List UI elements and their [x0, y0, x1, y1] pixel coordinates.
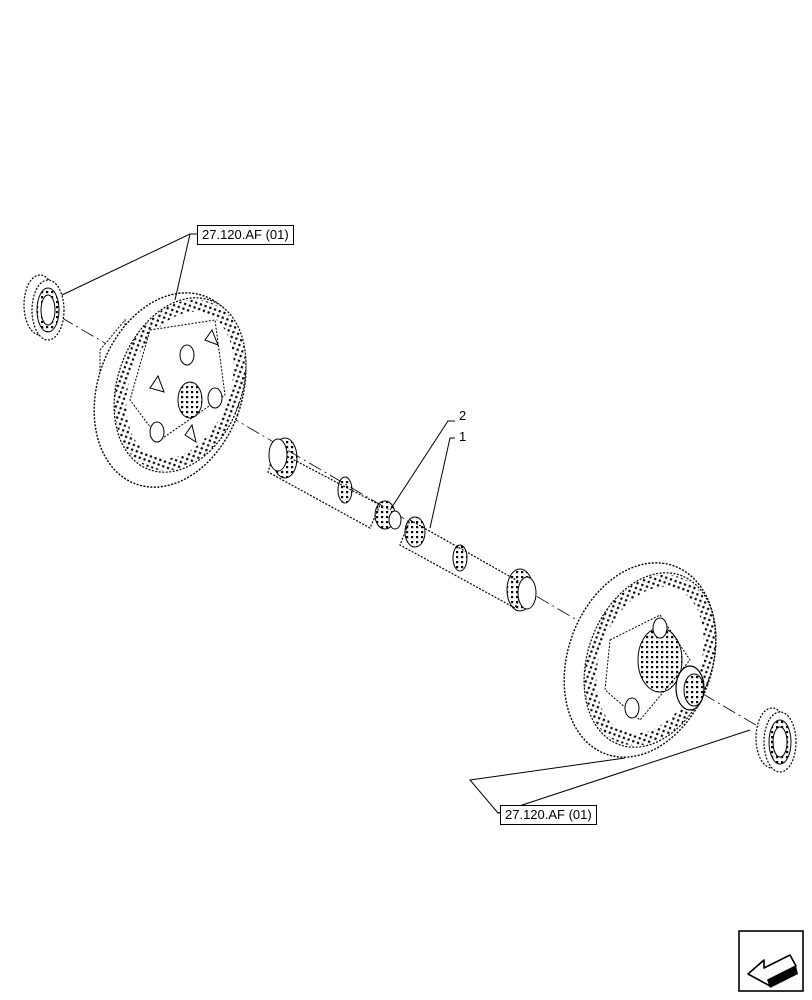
right-bearing: [755, 707, 797, 773]
reference-link-top[interactable]: 27.120.AF (01): [197, 225, 294, 245]
shaft-item-1: [267, 437, 402, 530]
shaft-item-2: [399, 516, 537, 612]
back-navigation-button[interactable]: [738, 930, 804, 992]
callout-item-2[interactable]: 2: [459, 408, 467, 423]
left-planetary-housing: [93, 292, 247, 488]
leader-lines: [61, 233, 751, 814]
left-bearing: [23, 274, 65, 341]
reference-link-bottom[interactable]: 27.120.AF (01): [500, 805, 597, 825]
right-planetary-housing: [563, 562, 717, 758]
callout-item-1[interactable]: 1: [459, 429, 467, 444]
arrow-back-icon: [738, 930, 804, 992]
